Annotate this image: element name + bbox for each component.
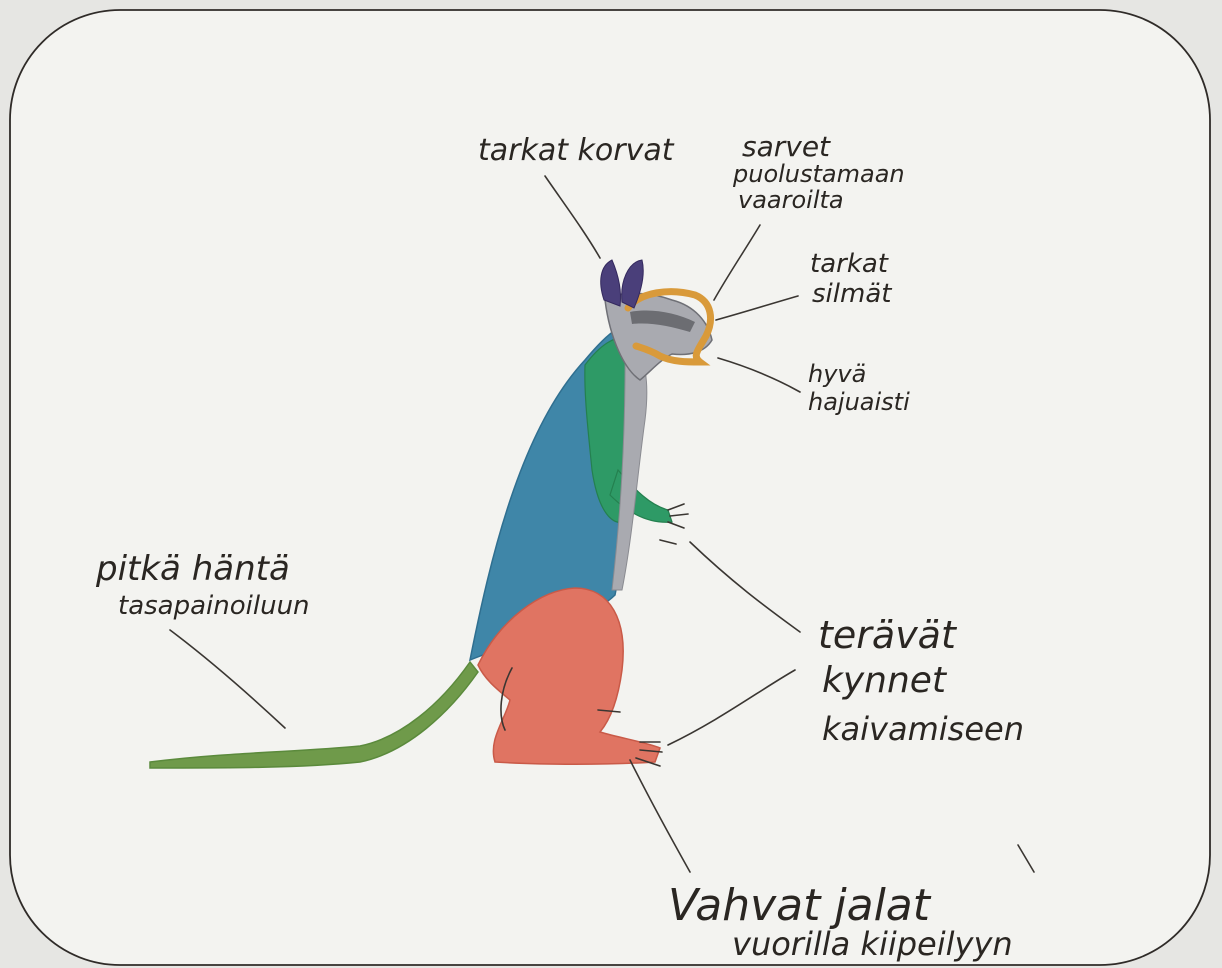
label-legs-2: vuorilla kiipeilyyn — [732, 925, 1013, 963]
label-claws-1: terävät — [818, 613, 958, 657]
label-tail-2: tasapainoiluun — [118, 591, 310, 621]
label-horns-3: vaaroilta — [738, 186, 844, 214]
label-horns-2: puolustamaan — [732, 160, 905, 188]
label-smell-2: hajuaisti — [808, 388, 910, 416]
label-eyes-2: silmät — [812, 279, 892, 309]
label-claws-2: kynnet — [822, 660, 948, 701]
label-claws-3: kaivamiseen — [822, 710, 1024, 748]
label-smell-1: hyvä — [808, 360, 866, 388]
label-ears: tarkat korvat — [478, 133, 675, 168]
label-legs-1: Vahvat jalat — [668, 880, 932, 931]
label-horns-1: sarvet — [742, 130, 831, 163]
label-eyes-1: tarkat — [810, 249, 889, 279]
label-tail-1: pitkä häntä — [95, 549, 290, 589]
